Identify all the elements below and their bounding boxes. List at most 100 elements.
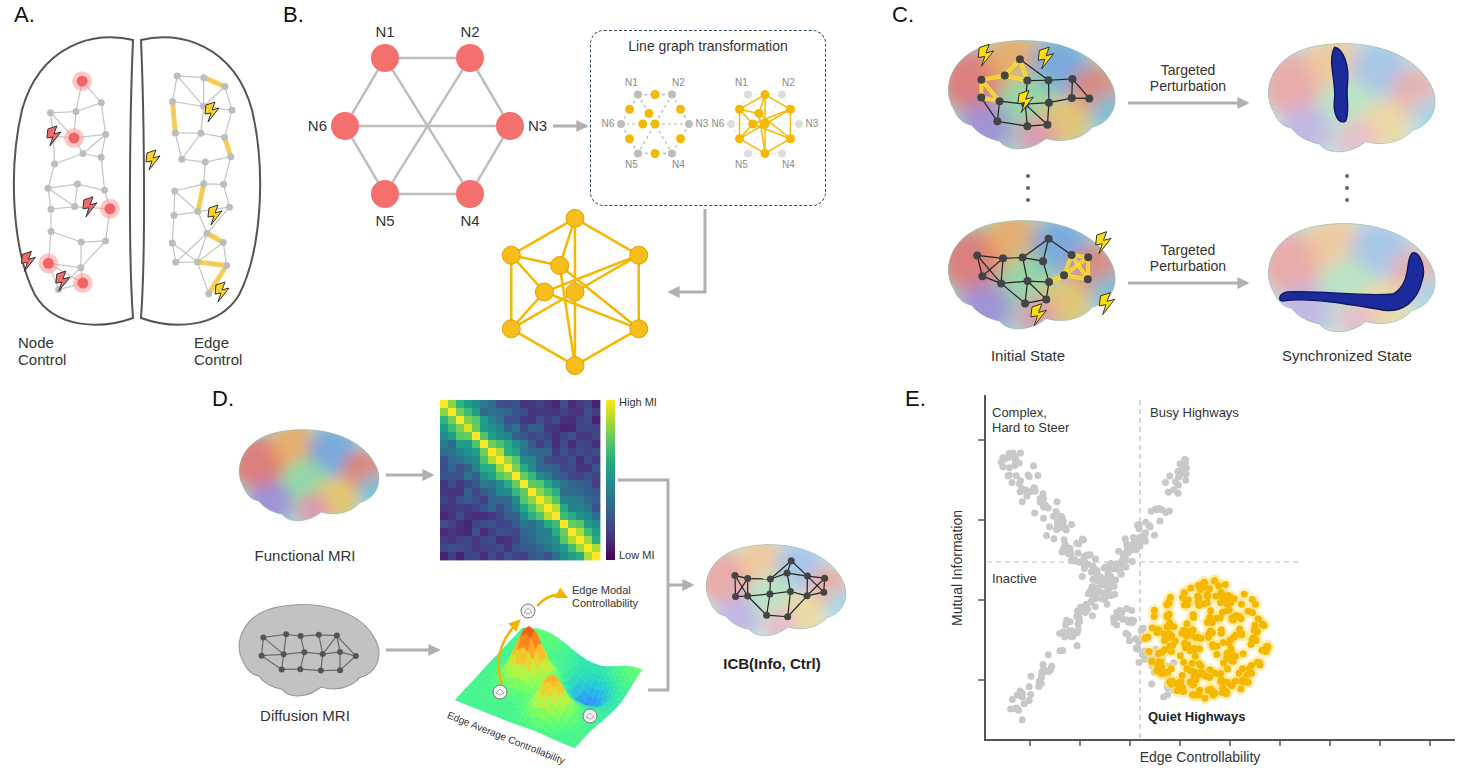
edge-point <box>676 134 685 143</box>
matrix-cell <box>496 504 504 512</box>
data-point <box>1043 532 1050 539</box>
matrix-cell <box>568 552 576 560</box>
network-node <box>298 633 304 639</box>
edge-point <box>638 120 647 129</box>
matrix-cell <box>592 408 600 416</box>
matrix-cell <box>448 520 456 528</box>
network-node <box>200 180 207 187</box>
matrix-cell <box>488 496 496 504</box>
brain-outline <box>1268 43 1435 151</box>
matrix-cell <box>440 544 448 552</box>
matrix-cell <box>440 416 448 424</box>
brain-color-patches <box>940 30 1131 156</box>
matrix-cell <box>576 512 584 520</box>
matrix-cell <box>584 472 592 480</box>
network-node <box>1045 278 1053 286</box>
matrix-cell <box>528 432 536 440</box>
matrix-cell <box>456 496 464 504</box>
matrix-cell <box>536 552 544 560</box>
data-point <box>1172 479 1179 486</box>
matrix-cell <box>448 464 456 472</box>
brain-color-blur <box>699 536 859 642</box>
network-node <box>101 187 108 194</box>
matrix-cell <box>544 432 552 440</box>
matrix-cell <box>560 456 568 464</box>
matrix-cell <box>584 432 592 440</box>
lightning-bolt <box>215 282 229 302</box>
network-node <box>47 109 54 116</box>
network-node <box>804 573 811 580</box>
network-node <box>174 72 181 79</box>
matrix-cell <box>592 472 600 480</box>
network-link <box>262 654 284 655</box>
network-node <box>320 651 326 657</box>
matrix-cell <box>552 480 560 488</box>
matrix-cell <box>544 480 552 488</box>
curved-arrow <box>498 621 519 684</box>
matrix-cell <box>440 520 448 528</box>
small-vertex <box>727 120 735 128</box>
network-node <box>259 653 265 659</box>
network-node <box>1068 94 1076 102</box>
network-node <box>784 613 791 620</box>
data-point <box>1120 562 1127 569</box>
matrix-cell <box>512 416 520 424</box>
matrix-cell <box>512 544 520 552</box>
network-node <box>820 589 827 596</box>
matrix-cell <box>488 504 496 512</box>
network-link <box>982 258 1003 276</box>
matrix-cell <box>544 520 552 528</box>
network-link <box>175 133 181 159</box>
matrix-cell <box>464 472 472 480</box>
matrix-cell <box>520 536 528 544</box>
brain-color-patches <box>1260 213 1451 339</box>
matrix-cell <box>496 552 504 560</box>
network-node <box>102 131 109 138</box>
lightning-bolt <box>1038 47 1053 69</box>
data-point <box>1130 617 1137 624</box>
matrix-cell <box>520 552 528 560</box>
network-node <box>1084 275 1092 283</box>
network-node <box>47 206 54 213</box>
matrix-cell <box>544 512 552 520</box>
brain-surface <box>1268 43 1435 151</box>
matrix-cell <box>520 464 528 472</box>
quadrant-divider <box>987 561 1300 562</box>
network-link <box>748 596 767 615</box>
network-node <box>766 591 773 598</box>
axis-tick <box>978 679 985 681</box>
network-node <box>1019 254 1027 262</box>
edge-point <box>644 109 653 118</box>
network-node <box>260 634 266 640</box>
network-node <box>1042 295 1050 303</box>
network-link <box>80 242 82 268</box>
matrix-cell <box>496 488 504 496</box>
matrix-cell <box>568 480 576 488</box>
data-point <box>1019 716 1026 723</box>
data-point <box>1126 637 1133 644</box>
network-link <box>205 157 231 162</box>
matrix-cell <box>464 400 472 408</box>
network-node <box>731 572 738 579</box>
data-point <box>1134 646 1141 653</box>
network-link <box>172 215 174 243</box>
state-icon <box>493 685 507 699</box>
network-node <box>229 107 236 114</box>
highlighted-link <box>197 262 226 265</box>
color-patch <box>1016 116 1057 157</box>
matrix-cell <box>504 544 512 552</box>
matrix-cell <box>544 536 552 544</box>
matrix-cell <box>488 416 496 424</box>
synchronized-region <box>1332 47 1348 122</box>
matrix-cell <box>472 504 480 512</box>
data-point <box>1106 590 1113 597</box>
data-point <box>1021 700 1028 707</box>
axis-tick <box>1379 740 1381 746</box>
matrix-cell <box>440 528 448 536</box>
matrix-cell <box>488 552 496 560</box>
matrix-cell <box>472 408 480 416</box>
controlled-node <box>104 203 115 214</box>
network <box>731 557 828 620</box>
data-point <box>1162 479 1169 486</box>
matrix-cell <box>512 408 520 416</box>
